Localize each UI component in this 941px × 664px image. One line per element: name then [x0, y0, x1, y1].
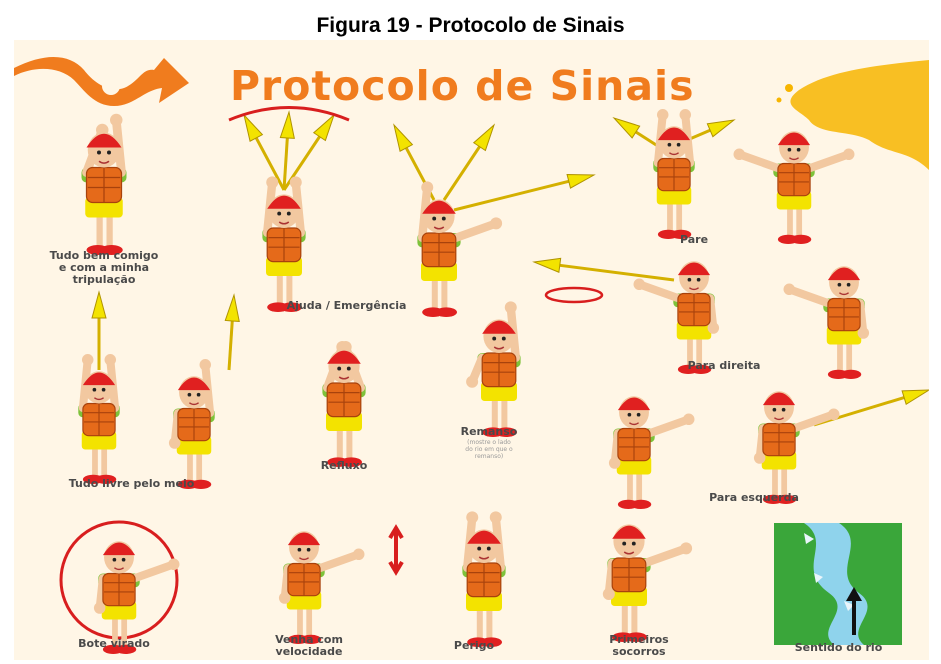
- kid-esquerda: [608, 396, 695, 509]
- signals-poster: Protocolo de Sinais: [14, 40, 929, 660]
- label-tudo-livre: Tudo livre pelo meio: [68, 477, 195, 490]
- kid-pare-b: [733, 131, 855, 244]
- kid-socorros: [602, 524, 693, 642]
- label-tudo-bem: Tudo bem comigo e com a minha tripulação: [49, 249, 159, 286]
- kid-perigo: [462, 511, 506, 647]
- label-remanso: Remanso: [460, 425, 518, 438]
- kid-esquerda-b: [753, 391, 840, 504]
- label-sentido-rio: Sentido do rio: [794, 641, 883, 654]
- kid-livre: [78, 354, 120, 484]
- paint-splash-decoration: [776, 60, 929, 170]
- label-para-direita: Para direita: [687, 359, 761, 372]
- label-perigo: Perigo: [453, 639, 495, 652]
- paddle-ajuda-b3: [453, 174, 596, 212]
- motion-arc-bote: [59, 520, 179, 640]
- paddle-ajuda-2: [279, 110, 295, 191]
- paddle-livre-1: [91, 290, 107, 370]
- kid-tudo-bem: [81, 113, 127, 255]
- kid-bote: [93, 541, 180, 654]
- kid-direita: [633, 261, 720, 374]
- paddle-ajuda-1: [243, 113, 286, 191]
- figures-svg: [59, 106, 929, 654]
- label-para-esquerda: Para esquerda: [709, 491, 799, 504]
- kid-direita-b: [783, 266, 870, 379]
- label-refluxo: Refluxo: [320, 459, 368, 472]
- kid-remanso: [466, 301, 521, 437]
- paddle-ajuda-b2: [442, 123, 496, 201]
- paddle-livre-2: [224, 293, 240, 371]
- river-map: [774, 523, 902, 645]
- figure-caption: Figura 19 - Protocolo de Sinais: [316, 14, 625, 37]
- label-bote-virado: Bote virado: [78, 637, 150, 650]
- kid-venha: [278, 531, 365, 644]
- label-primeiros-socorros: Primeiros socorros: [609, 633, 669, 658]
- sublabel-remanso: (mostre o lado do rio em que o remanso): [465, 439, 513, 460]
- label-ajuda: Ajuda / Emergência: [286, 299, 407, 312]
- up-down-arrow-icon: [388, 524, 404, 576]
- paddle-esquerda: [813, 389, 929, 427]
- kid-ajuda-b: [417, 181, 503, 317]
- paddle-direita: [532, 257, 675, 282]
- label-venha: Venha com velocidade: [275, 633, 343, 658]
- motion-arc-ajuda: [228, 106, 350, 122]
- kid-livre-b: [168, 359, 215, 489]
- motion-arc-remanso: [544, 286, 604, 304]
- poster-title: Protocolo de Sinais: [230, 62, 695, 110]
- label-pare: Pare: [679, 233, 709, 246]
- poster-header: Protocolo de Sinais: [14, 40, 929, 120]
- swirl-arrow-icon: [14, 56, 189, 106]
- kid-pare: [653, 109, 695, 239]
- kid-ajuda: [262, 176, 306, 312]
- kid-refluxo: [322, 341, 366, 467]
